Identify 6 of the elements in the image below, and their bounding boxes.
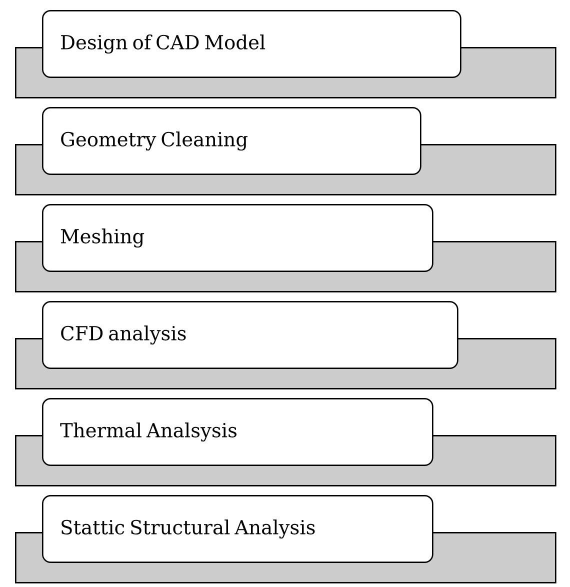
step-box: CFD analysis [42,301,458,369]
step-box: Meshing [42,204,434,272]
step-box: Geometry Cleaning [42,107,422,176]
step-box: Thermal Analsysis [42,398,434,466]
step-box: Design of CAD Model [42,10,462,78]
step-box: Stattic Structural Analysis [42,495,434,563]
